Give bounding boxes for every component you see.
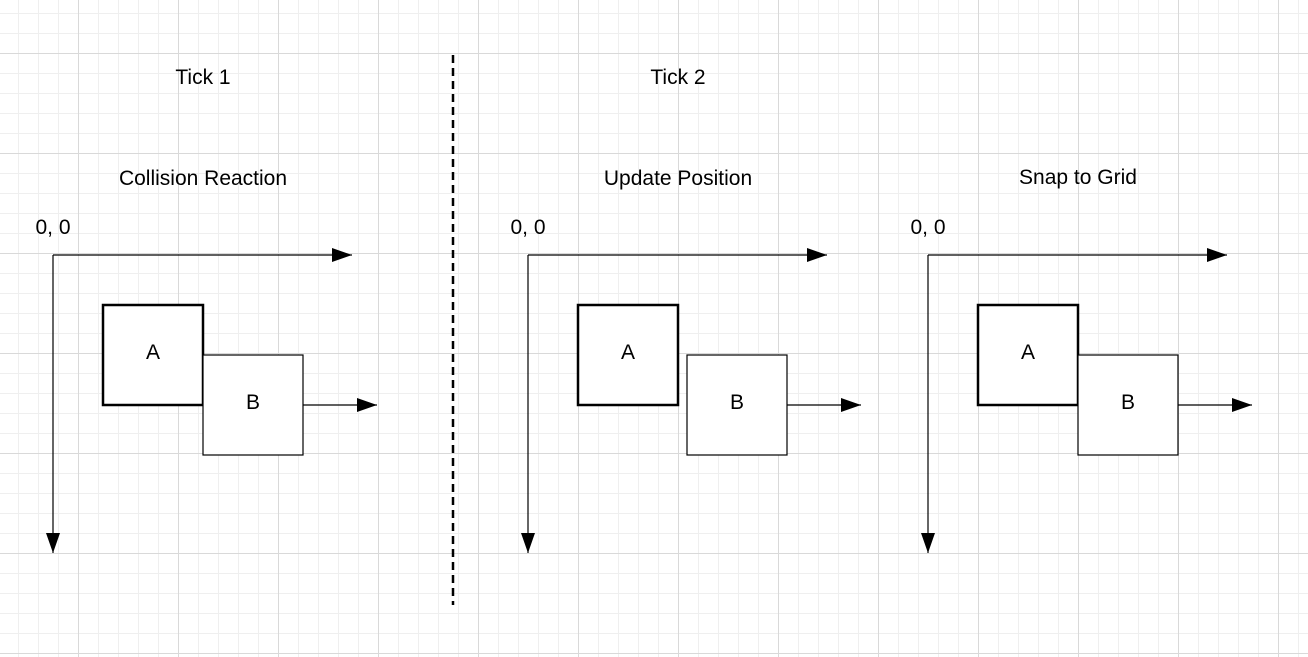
box-a [101, 303, 205, 407]
box-b-label: B [246, 391, 260, 414]
panel-title: Collision Reaction [119, 167, 287, 190]
origin-label: 0, 0 [910, 216, 945, 239]
panel-collision-reaction: Collision Reaction 0, 0 A B [35, 167, 377, 553]
panel-title: Update Position [604, 167, 752, 190]
tick-2-label: Tick 2 [650, 66, 705, 89]
box-b-label: B [730, 391, 744, 414]
box-b [202, 354, 304, 456]
panel-snap-to-grid: Snap to Grid 0, 0 A B [910, 166, 1252, 553]
tick-1-label: Tick 1 [175, 66, 230, 89]
origin-label: 0, 0 [510, 216, 545, 239]
box-a-label: A [146, 341, 160, 364]
panel-title: Snap to Grid [1019, 166, 1137, 189]
box-a-label: A [621, 341, 635, 364]
box-b [1077, 354, 1179, 456]
origin-label: 0, 0 [35, 216, 70, 239]
box-b [686, 354, 788, 456]
panel-update-position: Update Position 0, 0 A B [510, 167, 861, 553]
box-b-label: B [1121, 391, 1135, 414]
box-a [576, 303, 680, 407]
box-a-label: A [1021, 341, 1035, 364]
box-a [976, 303, 1080, 407]
